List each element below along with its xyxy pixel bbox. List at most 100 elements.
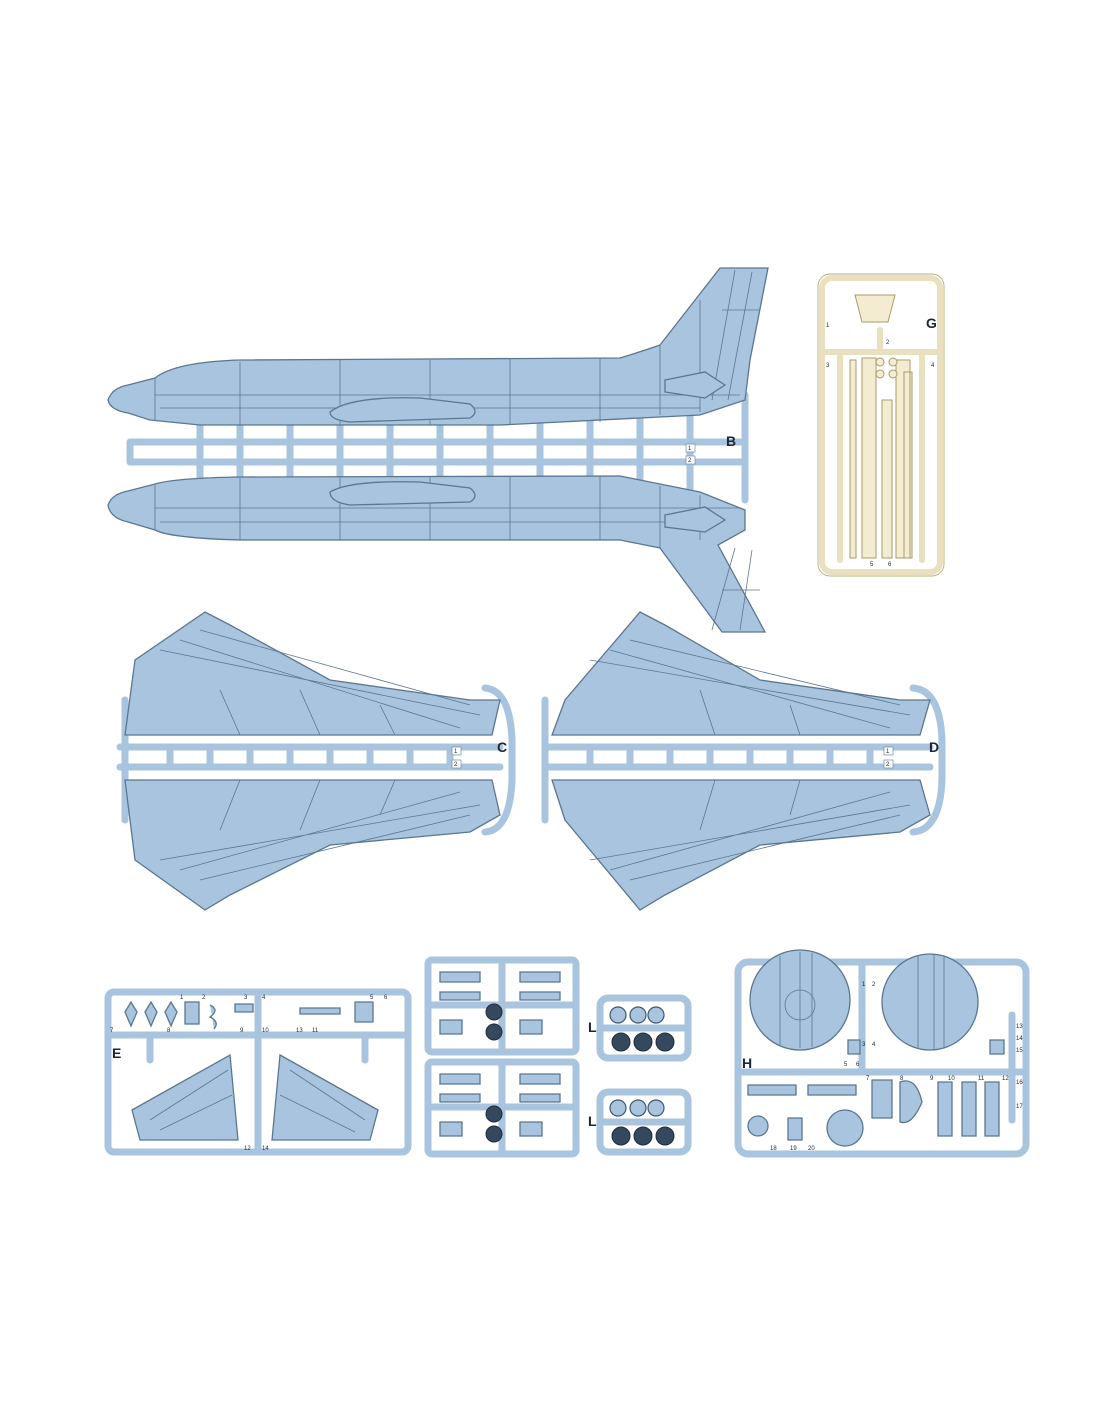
- sprue-g-number-4: 4: [931, 363, 935, 369]
- sprue-c-tag-2: [451, 759, 462, 769]
- sprue-h-number-6: 6: [856, 1062, 860, 1068]
- gear-parts-upper: [439, 971, 561, 1035]
- sprue-h-rails: [734, 958, 1030, 1124]
- gear-parts-lower: [439, 1073, 561, 1137]
- sprue-l-lower: L: [588, 1088, 692, 1156]
- sprue-g-number-5: 5: [870, 562, 874, 568]
- fuselage-half-upper: [107, 267, 769, 426]
- tire-l2-a: [611, 1126, 631, 1146]
- sprue-e-number-5: 5: [370, 995, 374, 1001]
- tire-l2-b: [633, 1126, 653, 1146]
- sprue-g: G 1 2 3 4 5 6: [817, 273, 945, 577]
- fuselage-upper-panel-lines: [154, 300, 740, 425]
- wing-upper-right: [551, 611, 931, 736]
- sprue-l-upper: L: [588, 994, 692, 1062]
- sprue-g-letter: G: [926, 315, 937, 331]
- engine-intake-right: [881, 953, 979, 1051]
- light-lens-2: [888, 357, 898, 367]
- sprue-e-number-1: 1: [180, 995, 184, 1001]
- sprue-h-number-16: 16: [1016, 1080, 1023, 1086]
- sprue-h-number-20: 20: [808, 1146, 815, 1152]
- sprue-g-rails: [819, 327, 943, 563]
- sprue-e-number-9: 9: [240, 1028, 244, 1034]
- tire-l1-b: [633, 1032, 653, 1052]
- sprue-e-number-13: 13: [296, 1028, 303, 1034]
- sprue-c-letter: C: [497, 739, 507, 755]
- fuselage-half-lower: [107, 475, 767, 633]
- sprue-h-letter: H: [742, 1055, 752, 1071]
- wing-root-fairing-lower: [329, 481, 476, 506]
- gear-sprue-lower-rails: [424, 1058, 580, 1158]
- tire-l1-c: [655, 1032, 675, 1052]
- tire-l1-a: [611, 1032, 631, 1052]
- sprue-d-tag-1: [883, 746, 894, 756]
- small-part-link: [208, 1004, 217, 1030]
- sprue-e-number-2: 2: [202, 995, 206, 1001]
- sprue-h-number-3: 3: [862, 1042, 866, 1048]
- sprue-h-number-18: 18: [770, 1146, 777, 1152]
- gear-wheel-upper-2: [485, 1023, 503, 1041]
- sprue-d-number-1: 1: [886, 749, 890, 755]
- sprue-b-letter: B: [726, 433, 736, 449]
- sprue-g-number-1: 1: [826, 323, 830, 329]
- sprue-e-number-11: 11: [312, 1028, 319, 1034]
- sprue-l-lower-letter: L: [588, 1113, 597, 1129]
- sprue-e-number-3: 3: [244, 995, 248, 1001]
- sprue-l-upper-letter: L: [588, 1019, 597, 1035]
- small-part-block: [184, 1001, 200, 1025]
- sprue-h: H 1 2 3 4 5 6 7 8 9 10 11 12 13 14 15 16…: [734, 949, 1030, 1158]
- light-lens-3: [875, 369, 885, 379]
- wheel-l2-b: [629, 1099, 647, 1117]
- sprue-h-number-11: 11: [978, 1076, 985, 1082]
- wing-d-panel-lines: [589, 639, 911, 881]
- sprue-e-number-6: 6: [384, 995, 388, 1001]
- sprue-c-frame: [116, 684, 516, 836]
- sprue-e-number-10: 10: [262, 1028, 269, 1034]
- sprue-e-number-7: 7: [110, 1028, 114, 1034]
- wheel-l1-b: [629, 1006, 647, 1024]
- sprue-c-tag-1: [451, 746, 462, 756]
- sprue-c: 1 2 C: [116, 611, 516, 911]
- gear-wheel-lower-1: [485, 1105, 503, 1123]
- wing-lower-right: [551, 779, 931, 911]
- sprue-h-number-14: 14: [1016, 1036, 1023, 1042]
- sprue-e: E 1 2 3 4 5 6 7 8 9 10 11 12 13 14: [104, 988, 412, 1156]
- sprue-g-number-6: 6: [888, 562, 892, 568]
- engine-intake-right-lines: [917, 954, 945, 1050]
- sprue-c-number-1: 1: [454, 749, 458, 755]
- sprue-h-number-5: 5: [844, 1062, 848, 1068]
- window-strip-parts: [849, 357, 913, 559]
- sprue-e-number-8: 8: [167, 1028, 171, 1034]
- sprue-e-rails: [104, 988, 412, 1156]
- wing-upper-left: [124, 611, 501, 736]
- tail-cone-upper: [664, 371, 727, 399]
- stabilizer-right: [271, 1053, 379, 1141]
- sprue-g-frame-edge: [817, 273, 945, 577]
- sprue-g-number-2: 2: [886, 340, 890, 346]
- sprue-d: 1 2 D: [541, 611, 946, 911]
- sprue-h-number-15: 15: [1016, 1048, 1023, 1054]
- sprue-h-frame: [734, 958, 1030, 1158]
- sprue-b-tag-2: [685, 455, 696, 465]
- sprue-h-number-17: 17: [1016, 1104, 1023, 1110]
- sprue-h-number-7: 7: [866, 1076, 870, 1082]
- sprue-d-gates: [586, 743, 874, 771]
- gear-sprue-upper-rails: [424, 956, 580, 1056]
- light-lens-4: [888, 369, 898, 379]
- light-lens-1: [875, 357, 885, 367]
- wheel-l1-a: [609, 1006, 627, 1024]
- sprue-h-number-13: 13: [1016, 1024, 1023, 1030]
- engine-disc: [826, 1109, 864, 1147]
- engine-intake-left-lines: [779, 952, 813, 1048]
- landing-gear-struts: [124, 1000, 178, 1028]
- sprue-b-number-2: 2: [688, 458, 692, 464]
- tail-cone-lower: [664, 506, 727, 533]
- sprue-d-number-2: 2: [886, 762, 890, 768]
- sprue-h-number-2: 2: [872, 982, 876, 988]
- tire-l2-c: [655, 1126, 675, 1146]
- sprue-h-number-1: 1: [862, 982, 866, 988]
- sprue-h-number-10: 10: [948, 1076, 955, 1082]
- sprue-h-number-9: 9: [930, 1076, 934, 1082]
